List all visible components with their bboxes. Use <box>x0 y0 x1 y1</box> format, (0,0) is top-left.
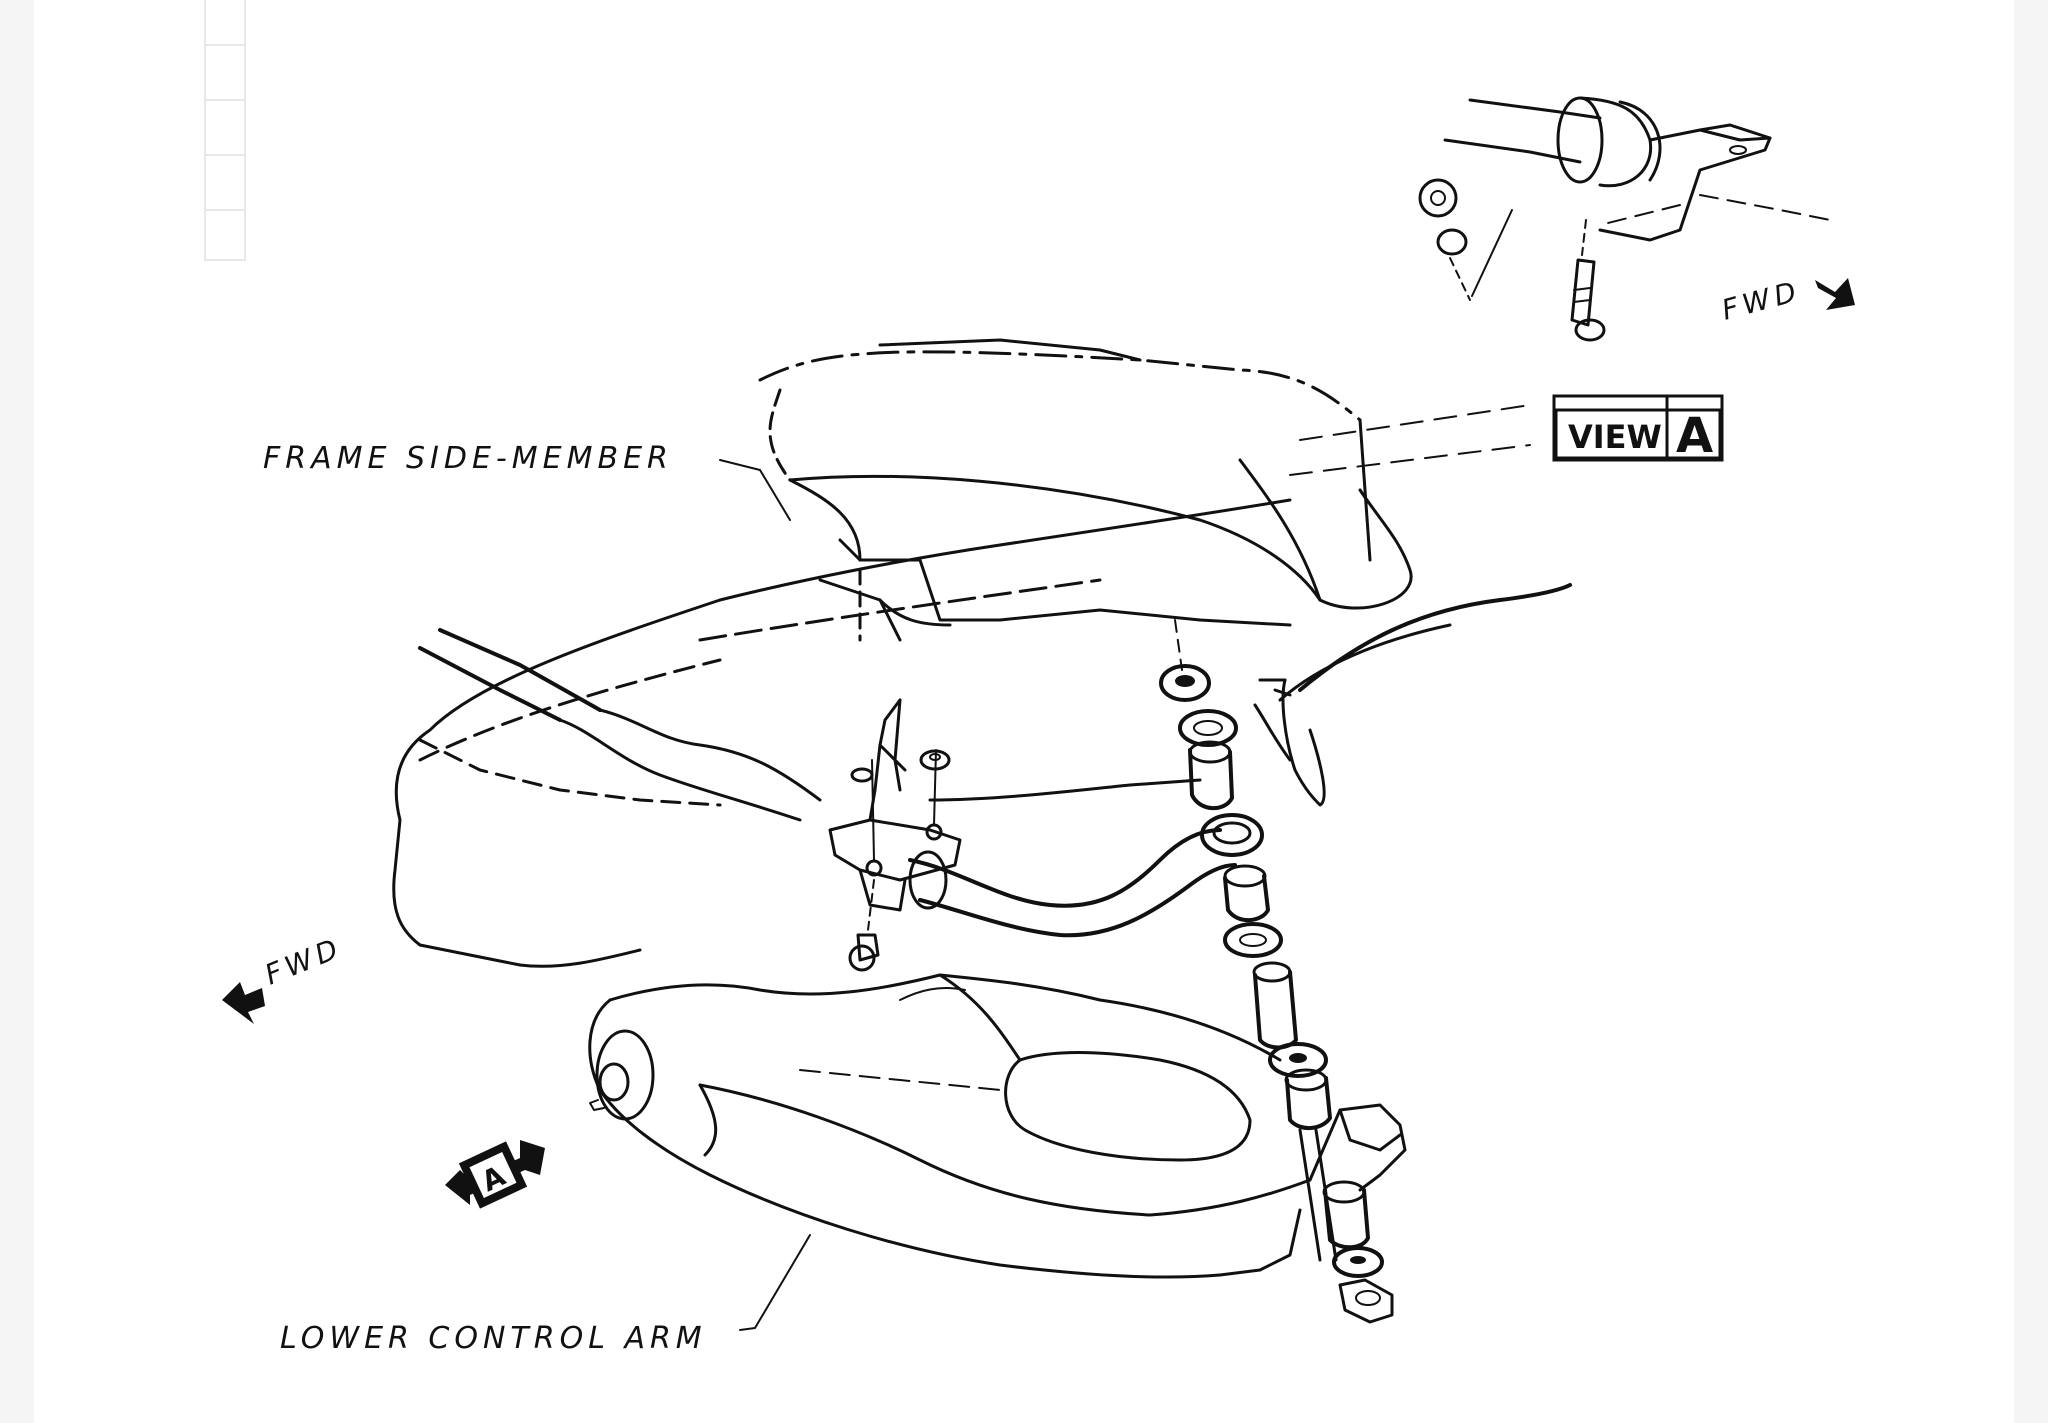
lower-control-arm-label: LOWER CONTROL ARM <box>280 1321 707 1356</box>
link-bolt-stack-drawing <box>1159 619 1394 1324</box>
frame-side-member-label: FRAME SIDE-MEMBER <box>263 441 673 476</box>
view-a-inset-drawing <box>1418 96 1831 342</box>
lower-control-arm-drawing <box>588 973 1407 1331</box>
arrow-icon <box>222 982 265 1024</box>
fwd-label-left: FWD <box>260 931 347 992</box>
arrow-icon <box>1815 278 1855 310</box>
fwd-arrow-left: FWD <box>222 931 347 1024</box>
view-a-marker-icon: A <box>445 1140 545 1209</box>
view-letter: A <box>1676 408 1713 464</box>
faint-parts-list <box>204 0 246 261</box>
view-label: VIEW <box>1568 418 1662 456</box>
fwd-label-top: FWD <box>1718 274 1804 327</box>
frame-side-member-drawing <box>392 338 1572 968</box>
view-a-callout: VIEW A <box>1289 394 1724 476</box>
fwd-arrow-top: FWD <box>1718 274 1855 327</box>
stabilizer-bar-drawing <box>418 628 1264 972</box>
paper-sheet <box>34 0 2014 1423</box>
